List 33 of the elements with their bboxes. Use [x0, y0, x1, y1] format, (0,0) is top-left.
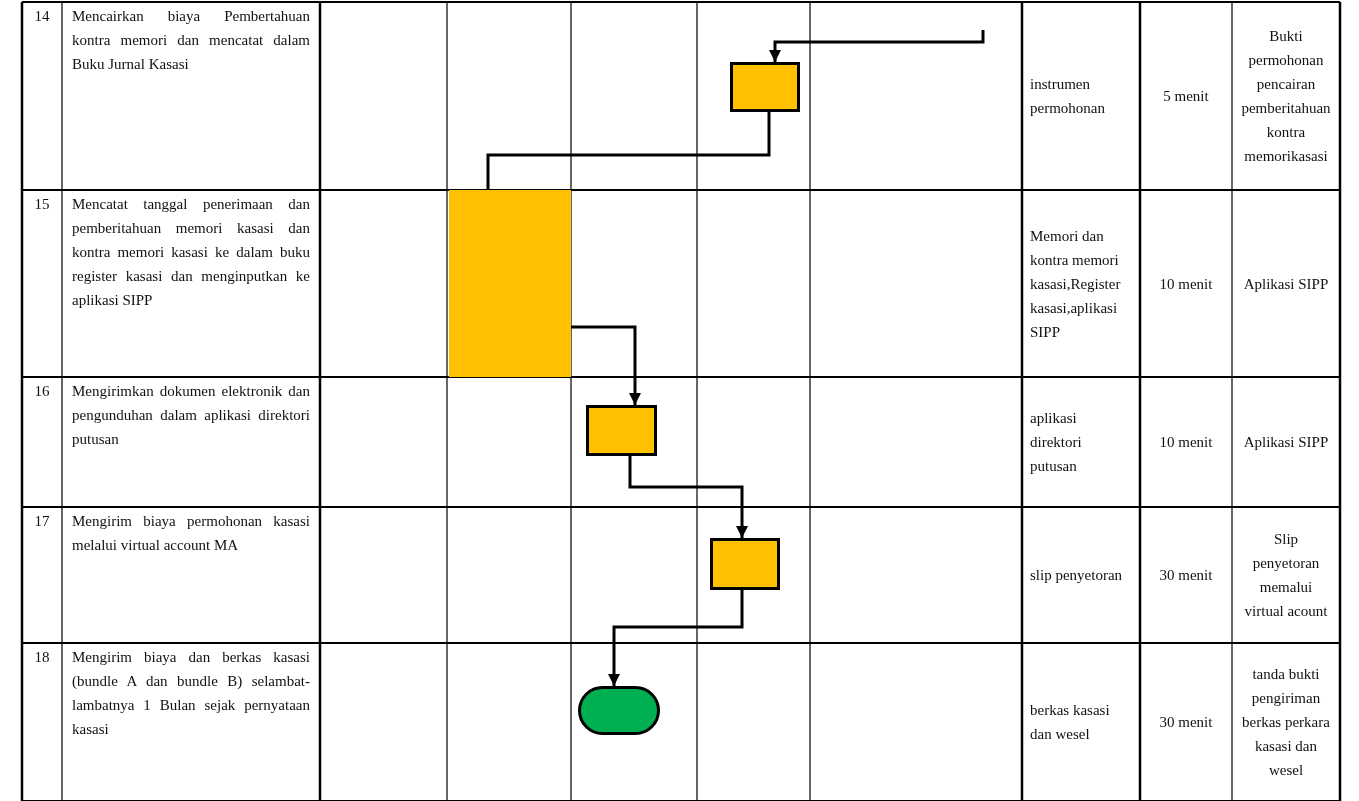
duration-text: 5 menit	[1163, 87, 1209, 106]
step-number: 17	[34, 513, 50, 529]
output-text: Slip penyetoran memalui virtual acount	[1243, 530, 1329, 621]
requirement-text: aplikasi direktori putusan	[1030, 409, 1083, 476]
step-description: Mengirim biaya permohonan kasasi melalui virtual account MA	[72, 513, 310, 553]
requirement-text: slip penyetoran	[1030, 566, 1123, 585]
step-description: Mengirimkan dokumen elektronik dan pengunduhan dalam aplikasi direktori putusan	[72, 383, 310, 447]
output-text: Bukti permohonan pencairan pemberitahuan kontra memorikasasi	[1240, 27, 1332, 166]
process-box	[586, 405, 657, 456]
requirement-text: Memori dan kontra memori kasasi,Register kasasi,aplikasi SIPP	[1030, 226, 1122, 342]
process-box	[710, 538, 780, 590]
duration-text: 30 menit	[1159, 566, 1213, 585]
output-text: Aplikasi SIPP	[1243, 274, 1329, 294]
step-number: 15	[34, 196, 50, 212]
arrow	[608, 590, 744, 686]
step-description: Mengirim biaya dan berkas kasasi (bundle A dan bundle B) selambat-lambatnya 1 Bulan sejak pernyataan kasasi	[72, 649, 310, 737]
requirement-text: instrumen permohonan	[1030, 75, 1106, 118]
output-text: Aplikasi SIPP	[1243, 433, 1329, 452]
step-number: 14	[34, 8, 50, 24]
step-description: Mencatat tanggal penerimaan dan pemberitahuan memori kasasi dan kontra memori kasasi ke dalam buku register kasasi dan menginputkan ke aplikasi SIPP	[72, 196, 310, 308]
duration-text: 10 menit	[1159, 433, 1213, 452]
output-text: tanda bukti pengiriman berkas perkara kasasi dan wesel	[1241, 665, 1331, 780]
step-description: Mencairkan biaya Pembertahuan kontra memori dan mencatat dalam Buku Jurnal Kasasi	[72, 8, 310, 72]
arrow	[571, 325, 641, 405]
duration-text: 30 menit	[1159, 713, 1213, 732]
process-box	[730, 62, 800, 112]
duration-text: 10 menit	[1159, 274, 1213, 294]
arrow	[769, 30, 985, 62]
arrow	[628, 456, 748, 538]
step-number: 18	[34, 649, 50, 665]
process-bar	[449, 190, 571, 377]
step-number: 16	[34, 383, 50, 399]
requirement-text: berkas kasasi dan wesel	[1030, 701, 1111, 744]
